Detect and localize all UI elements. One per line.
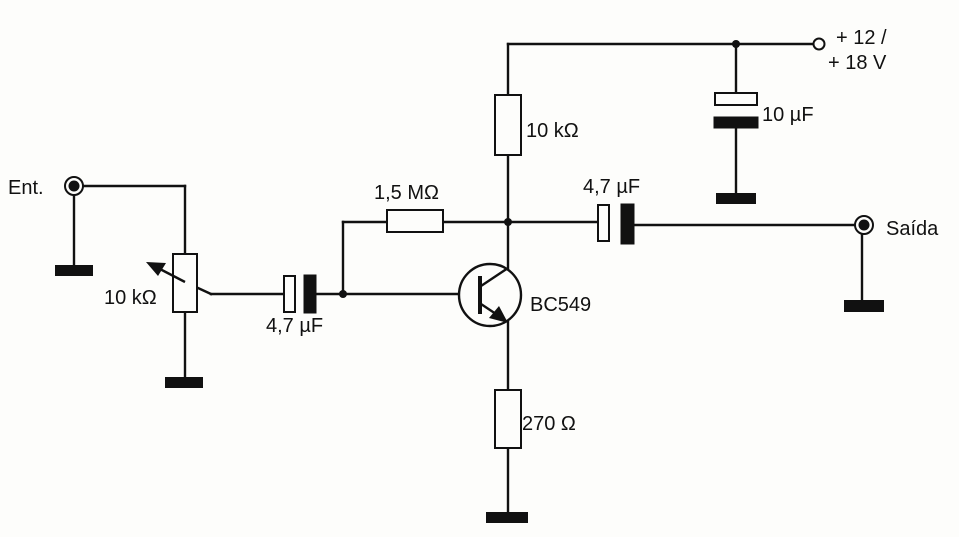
output-label: Saída: [886, 218, 939, 240]
terminal-icon: [812, 37, 826, 51]
ground-icon: [55, 265, 93, 276]
ground-icon: [165, 377, 203, 388]
terminal-dot: [858, 219, 870, 231]
junctions: [339, 40, 740, 298]
resistor-icon: [494, 389, 522, 449]
ground-icon: [844, 300, 884, 312]
collector-resistor-label: 10 kΩ: [526, 120, 579, 142]
supply-cap-label: 10 µF: [762, 104, 814, 126]
supply-label-line1: + 12 /: [836, 27, 887, 49]
terminal-input: [64, 176, 84, 196]
pot-label: 10 kΩ: [104, 287, 157, 309]
terminal-supply: [812, 37, 826, 51]
bias-resistor-label: 1,5 MΩ: [374, 182, 439, 204]
potentiometer-arrow-icon: [146, 262, 186, 284]
potentiometer-icon: [172, 253, 198, 313]
resistor-icon: [386, 209, 444, 233]
terminal-output: [854, 215, 874, 235]
input-cap-label: 4,7 µF: [266, 315, 323, 337]
ground-icon: [486, 512, 528, 523]
capacitor-icon: [713, 92, 759, 129]
output-cap-label: 4,7 µF: [583, 176, 640, 198]
emitter-resistor-label: 270 Ω: [522, 413, 576, 435]
capacitor-icon: [597, 203, 635, 245]
capacitor-icon: [283, 274, 317, 314]
transistor-label: BC549: [530, 294, 591, 316]
input-label: Ent.: [8, 177, 44, 199]
resistor-icon: [494, 94, 522, 156]
junction-collector: [504, 218, 512, 226]
supply-label-line2: + 18 V: [828, 52, 887, 74]
terminal-dot: [68, 180, 80, 192]
ground-icon: [716, 193, 756, 204]
junction-base: [339, 290, 347, 298]
npn-transistor-icon: [457, 262, 523, 328]
wires: [72, 42, 864, 514]
junction-supply: [732, 40, 740, 48]
